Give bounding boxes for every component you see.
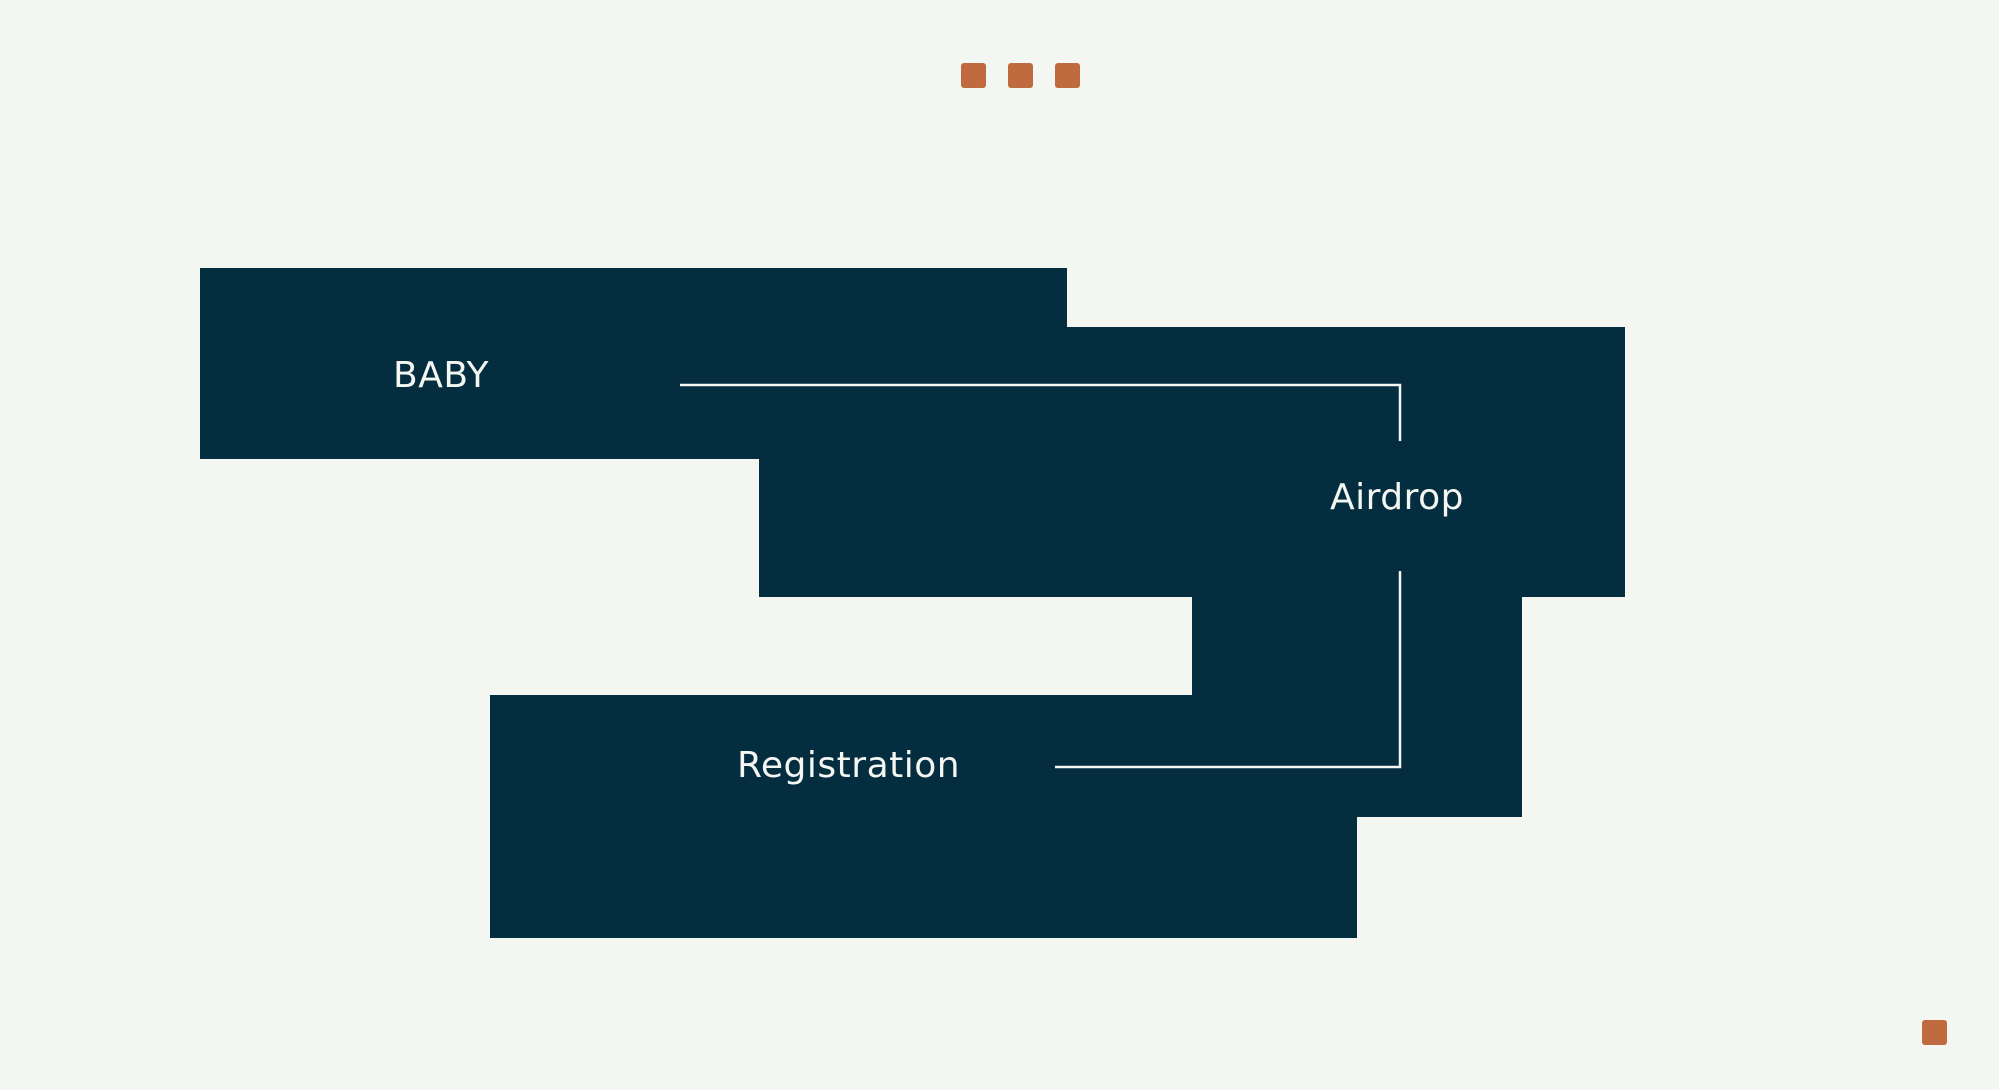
accent-dot-3: [1055, 63, 1080, 88]
node-label-registration: Registration: [737, 745, 961, 786]
corner-accent-dot: [1922, 1020, 1947, 1045]
node-label-airdrop: Airdrop: [1330, 477, 1465, 518]
accent-dot-1: [961, 63, 986, 88]
node-label-baby: BABY: [393, 355, 490, 396]
block-baby: [200, 268, 1067, 459]
block-airdrop-middle: [759, 459, 1625, 597]
block-registration: [490, 695, 1357, 938]
accent-dot-2: [1008, 63, 1033, 88]
